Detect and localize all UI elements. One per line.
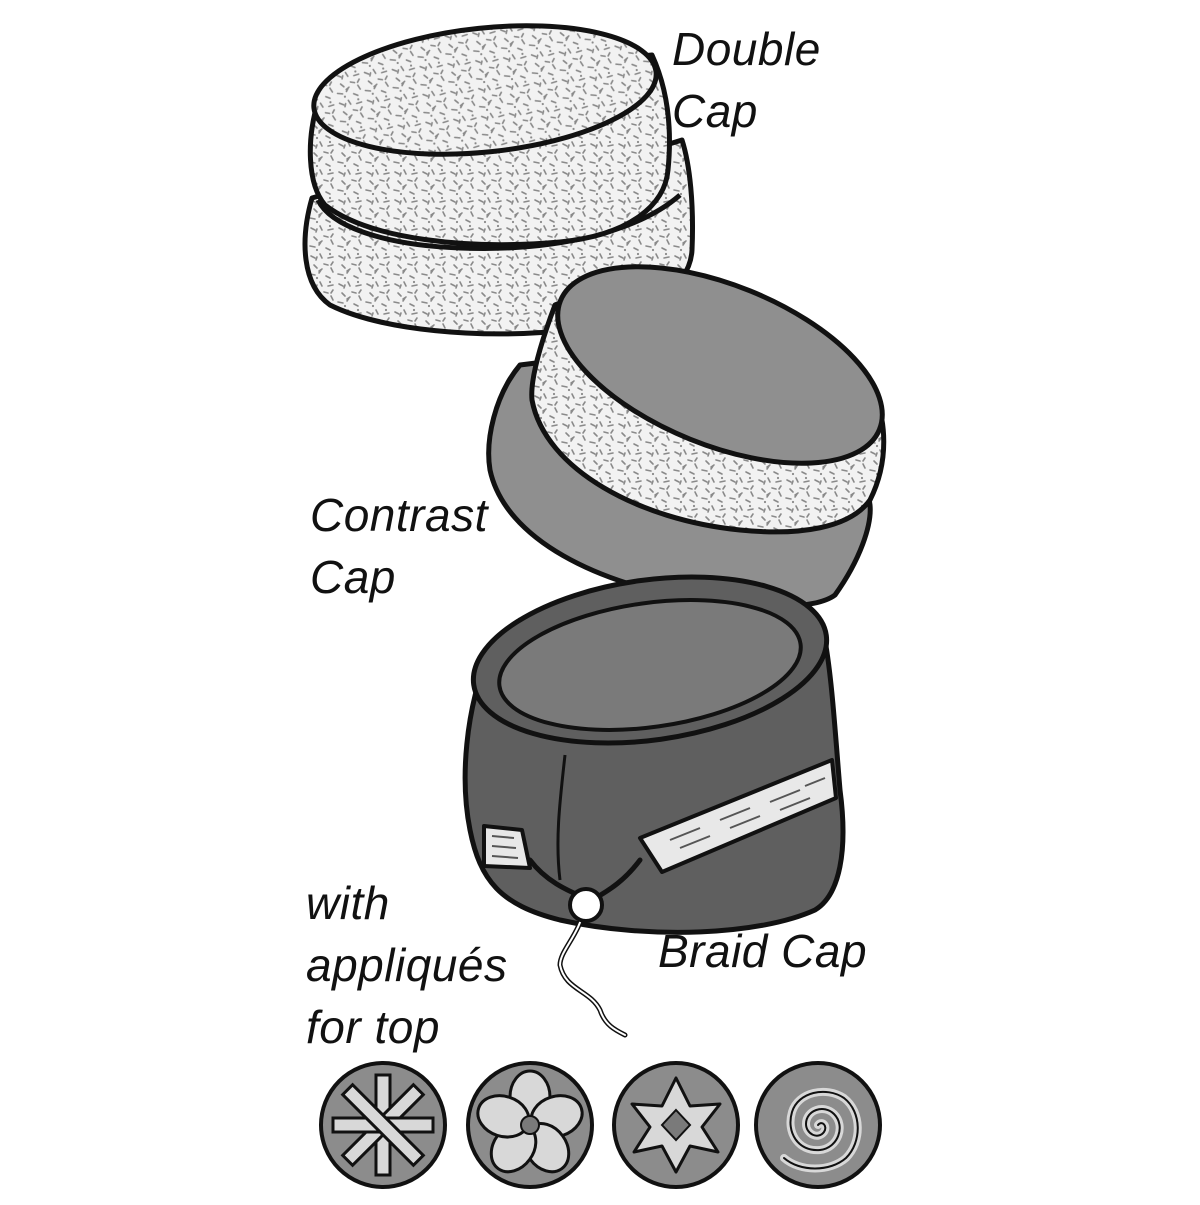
flower-applique [466,1061,594,1189]
asterisk-applique [319,1061,447,1189]
double-cap [302,23,696,337]
braid-cap-seam [556,754,567,881]
contrast-cap-label-line2: Cap [310,551,396,603]
cord-stop [568,887,604,923]
double-cap-label-line1: Double [672,23,821,75]
applique-row [319,1061,882,1189]
drawstring-inner [558,904,626,1036]
contrast-cap [486,264,887,609]
appliques-label-line2: appliqués [306,939,508,991]
braid-pattern [491,777,826,859]
appliques-label-line1: with [306,877,390,929]
contrast-cap-label-line1: Contrast [310,489,488,541]
double-cap-fold-line [315,193,682,251]
braid-cap-label: Braid Cap [658,925,868,977]
double-cap-crown [311,23,659,157]
braid-cap [462,574,846,1038]
braid-cap-crown-top [497,598,803,732]
spiral-applique [754,1061,882,1189]
appliques-label-line3: for top [306,1001,440,1053]
star-applique [612,1061,740,1189]
double-cap-label-line2: Cap [672,85,758,137]
contrast-cap-crown [555,264,885,466]
